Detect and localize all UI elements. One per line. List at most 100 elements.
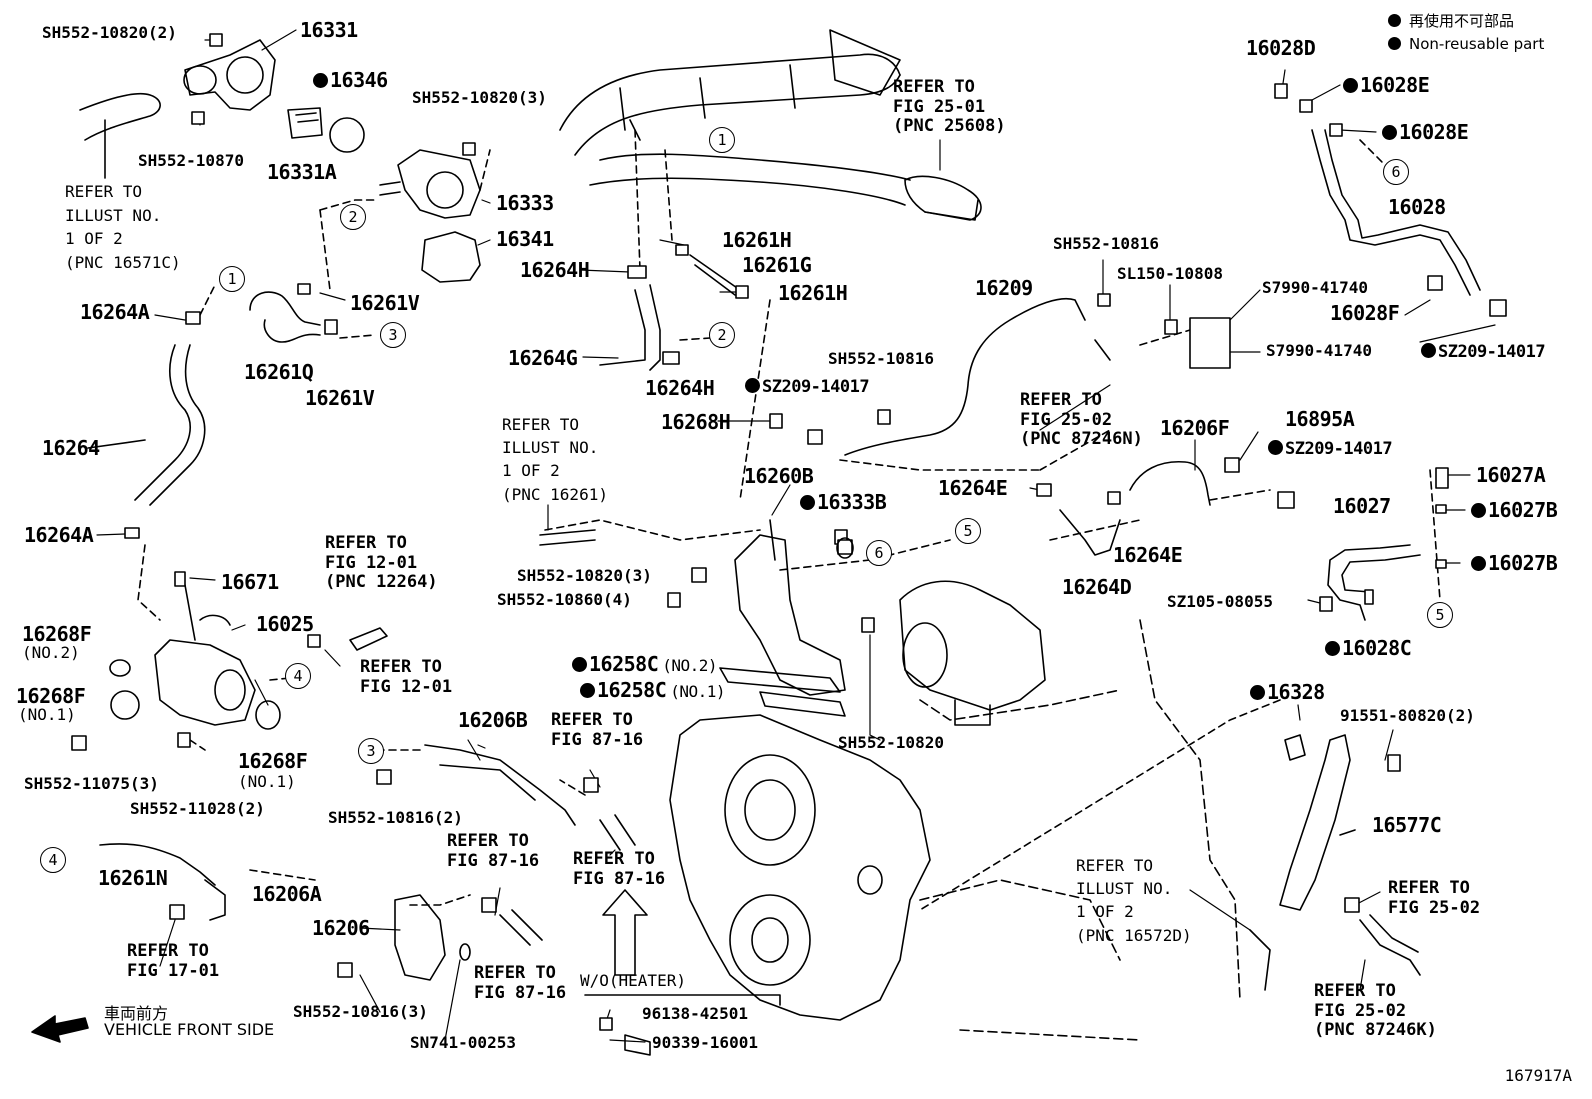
pipe-16028-drawing xyxy=(1311,129,1471,296)
part-sh552-10820-low: SH552-10820 xyxy=(838,733,944,752)
pipe-16209-drawing xyxy=(844,297,1086,456)
non-reusable-dot xyxy=(1268,440,1283,455)
part-16331: 16331 xyxy=(300,18,358,42)
non-reusable-dot xyxy=(745,378,760,393)
part-16264a-top: 16264A xyxy=(80,300,150,324)
callout-circle: 4 xyxy=(285,663,311,689)
part-sh552-10820-3-mid: SH552-10820(3) xyxy=(517,566,652,585)
part-16341: 16341 xyxy=(496,227,554,251)
non-reusable-dot xyxy=(1388,14,1401,27)
part-16025: 16025 xyxy=(256,612,314,636)
part-16268h: 16268H xyxy=(661,410,731,434)
water-outlet-drawing xyxy=(183,39,276,111)
ref-fig-12-01-a: REFER TO FIG 12-01 (PNC 12264) xyxy=(325,533,438,593)
non-reusable-dot xyxy=(800,495,815,510)
part-16264g: 16264G xyxy=(508,346,578,370)
part-sh552-10860-4: SH552-10860(4) xyxy=(497,590,632,609)
hose-16264-drawing xyxy=(134,344,206,506)
ref-fig-17-01: REFER TO FIG 17-01 xyxy=(127,941,220,981)
ref-fig-25-02-b: REFER TO FIG 25-02 xyxy=(1388,878,1481,918)
part-16206: 16206 xyxy=(312,916,370,940)
hose-16261q-drawing xyxy=(249,291,321,343)
part-sh552-11028-2: SH552-11028(2) xyxy=(130,799,265,818)
part-sz209-14017-right: SZ209-14017 xyxy=(1268,440,1393,458)
hose-87-16-c xyxy=(499,909,543,946)
non-reusable-dot xyxy=(1250,685,1265,700)
part-16028c: 16028C xyxy=(1325,638,1412,658)
callout-circle: 1 xyxy=(709,127,735,153)
part-s7990-41740-a: S7990-41740 xyxy=(1262,278,1368,297)
pipe-16206f-drawing xyxy=(1129,460,1211,506)
part-16206b: 16206B xyxy=(458,708,528,732)
part-16027: 16027 xyxy=(1333,494,1391,518)
part-16268f-no1: 16268F xyxy=(16,684,86,708)
part-96138-42501: 96138-42501 xyxy=(642,1004,748,1023)
hose-16261g-drawing xyxy=(689,254,741,296)
label-wo-heater: W/O(HEATER) xyxy=(580,971,686,990)
part-sh552-11075-3: SH552-11075(3) xyxy=(24,774,159,793)
figure-id: 167917A xyxy=(1504,1066,1572,1085)
pipe-16027-drawing xyxy=(1327,544,1411,621)
pipe-16577c-drawing xyxy=(1279,734,1351,911)
pipe-16261n-drawing xyxy=(99,843,216,886)
part-16346: 16346 xyxy=(313,70,388,90)
part-16268f-no2: 16268F xyxy=(22,622,92,646)
wo-heater-bracket xyxy=(584,994,781,1006)
part-16264h-bottom: 16264H xyxy=(645,376,715,400)
front-arrow-shape xyxy=(31,1015,89,1043)
part-16028: 16028 xyxy=(1388,195,1446,219)
ref-fig-87-16-b: REFER TO FIG 87-16 xyxy=(447,831,540,871)
part-16027b-b: 16027B xyxy=(1471,553,1558,573)
hose-16264g-drawing xyxy=(599,284,661,371)
bracket-16206-drawing xyxy=(394,894,446,981)
hose-87-16-a xyxy=(599,814,636,851)
non-reusable-dot xyxy=(1471,503,1486,518)
non-reusable-dot xyxy=(580,683,595,698)
part-sh552-10816-top: SH552-10816 xyxy=(1053,234,1159,253)
ref-illust-16571c: REFER TO ILLUST NO. 1 OF 2 (PNC 16571C) xyxy=(65,182,181,273)
leader-16577c xyxy=(1339,829,1356,836)
gasket-16341-drawing xyxy=(421,231,481,283)
seal-16268f-right xyxy=(255,700,281,730)
callout-circle: 6 xyxy=(866,540,892,566)
oring-16268f-no2 xyxy=(109,659,131,677)
clip-sn741 xyxy=(459,943,471,961)
hose-16261-refer xyxy=(539,529,596,546)
part-s7990-41740-b: S7990-41740 xyxy=(1266,341,1372,360)
part-sh552-10816-3: SH552-10816(3) xyxy=(293,1002,428,1021)
part-16264e-mid: 16264E xyxy=(938,476,1008,500)
callout-circle: 4 xyxy=(40,847,66,873)
part-16028e-a: 16028E xyxy=(1343,75,1430,95)
engine-block-outline xyxy=(919,619,1241,1041)
hose-16264d-drawing xyxy=(1059,509,1121,556)
ref-illust-16261: REFER TO ILLUST NO. 1 OF 2 (PNC 16261) xyxy=(502,415,608,504)
plug-90339 xyxy=(624,1034,651,1056)
callout-circle: 3 xyxy=(380,322,406,348)
water-outlet-16025-drawing xyxy=(154,584,256,726)
non-reusable-dot xyxy=(1325,641,1340,656)
part-16328: 16328 xyxy=(1250,682,1325,702)
callout-circle: 5 xyxy=(955,518,981,544)
part-16028f: 16028F xyxy=(1330,301,1400,325)
ref-fig-87-16-a: REFER TO FIG 87-16 xyxy=(551,710,644,750)
vehicle-front-en: VEHICLE FRONT SIDE xyxy=(104,1020,275,1039)
engine-front-drawing xyxy=(669,519,1046,1021)
part-16268f-no2-note: (NO.2) xyxy=(22,643,80,662)
part-16264d: 16264D xyxy=(1062,575,1132,599)
part-16027a: 16027A xyxy=(1476,463,1546,487)
thermostat-drawing xyxy=(287,107,365,153)
pipe-16027-drawing-2 xyxy=(1341,554,1421,593)
part-16895a: 16895A xyxy=(1285,407,1355,431)
water-inlet-drawing xyxy=(379,149,481,219)
part-16027b-a: 16027B xyxy=(1471,500,1558,520)
part-16261v-top: 16261V xyxy=(350,291,420,315)
egr-cooler-drawing xyxy=(559,29,982,221)
ref-fig-25-01: REFER TO FIG 25-01 (PNC 25608) xyxy=(893,77,1006,137)
non-reusable-dot xyxy=(1343,78,1358,93)
heater-arrow xyxy=(602,889,648,976)
non-reusable-dot xyxy=(1471,556,1486,571)
part-16258c-no1: 16258C(NO.1) xyxy=(580,680,726,700)
bolt-glyphs xyxy=(71,33,1507,1031)
legend-line-en: Non-reusable part xyxy=(1388,33,1544,56)
